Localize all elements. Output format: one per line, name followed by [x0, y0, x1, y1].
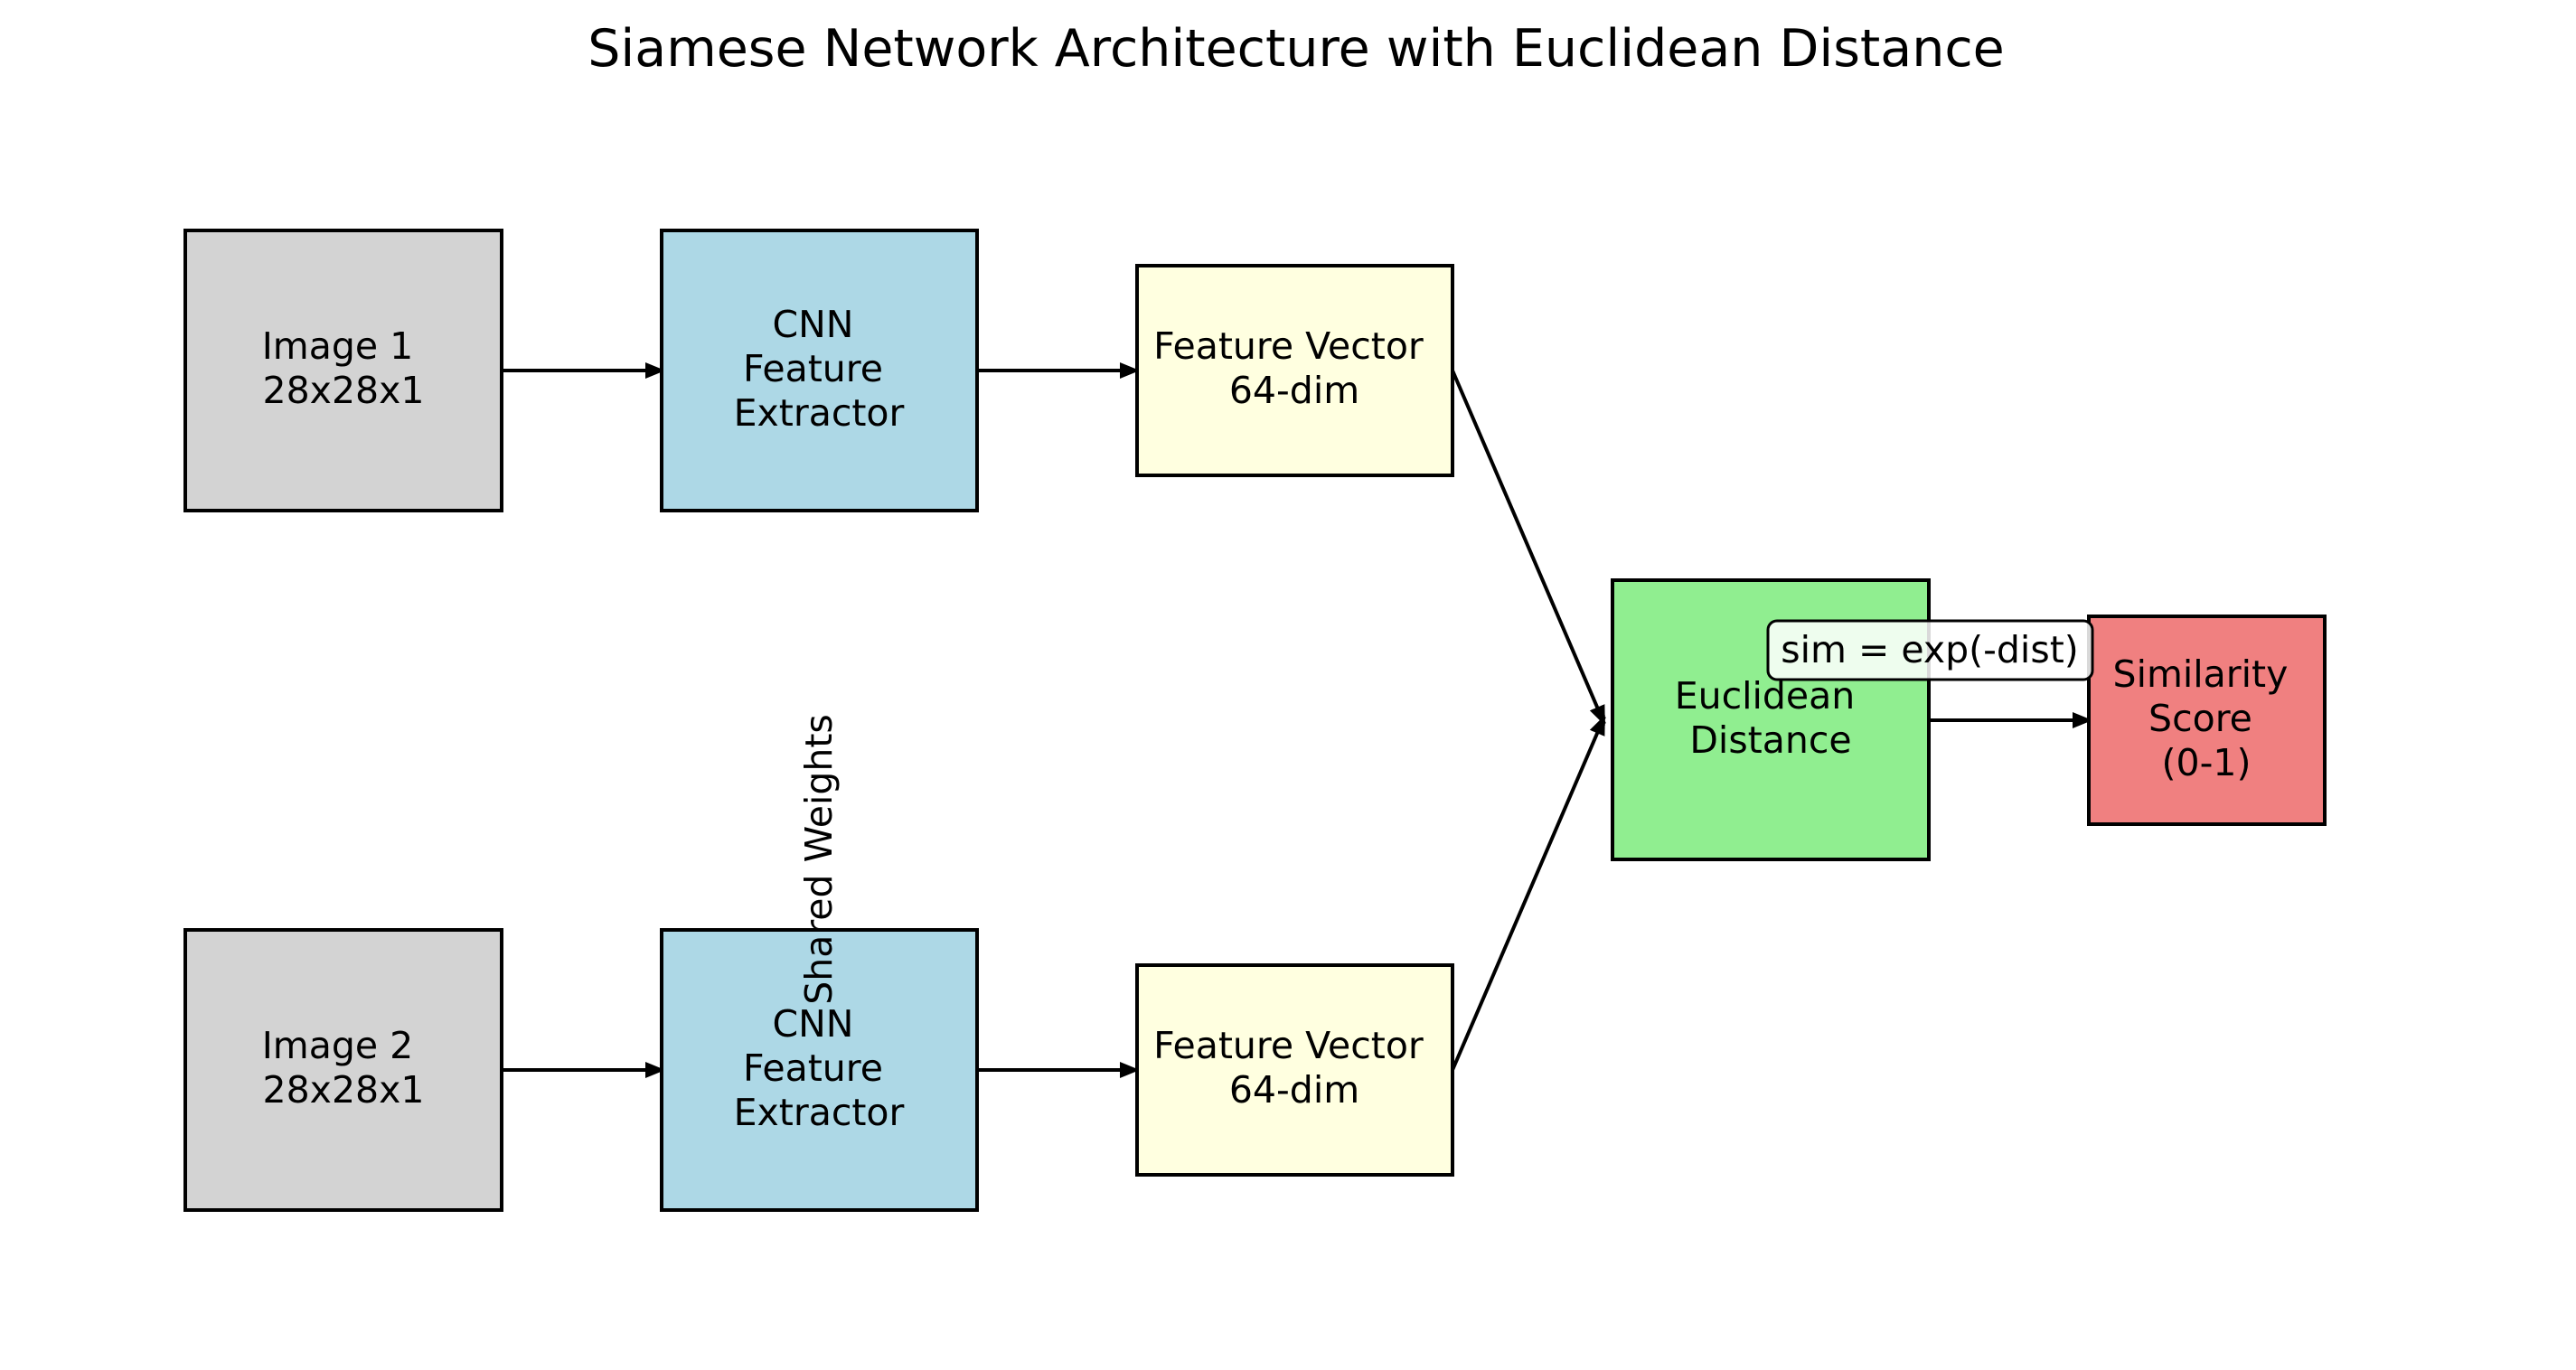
node-distance-line-2: Distance [1689, 718, 1851, 762]
node-feat2-line-1: Feature Vector [1153, 1024, 1424, 1067]
formula-label: sim = exp(-dist) [1781, 628, 2079, 671]
arrow-feat2-to-distance [1451, 715, 1606, 1071]
node-score-box [2087, 615, 2327, 826]
node-score-line-1: Similarity [2113, 652, 2289, 696]
node-cnn1-label: CNN Feature Extractor [734, 303, 905, 435]
formula-callout: sim = exp(-dist) [1766, 619, 2094, 681]
node-cnn1-box [660, 229, 979, 512]
node-feature-vector-1: Feature Vector 64-dim [1135, 264, 1454, 477]
node-image1-box [183, 229, 503, 512]
node-cnn1-line-2: Feature [743, 347, 883, 390]
node-score-line-3: (0-1) [2162, 741, 2252, 784]
node-feature-vector-2: Feature Vector 64-dim [1135, 963, 1454, 1177]
node-score-line-2: Score [2148, 697, 2252, 740]
node-image1-line-1: Image 1 [262, 324, 414, 368]
node-feat2-line-2: 64-dim [1229, 1068, 1359, 1112]
node-image2-line-2: 28x28x1 [263, 1068, 425, 1112]
node-feat1-box [1135, 264, 1454, 477]
node-image2: Image 2 28x28x1 [183, 928, 503, 1212]
node-cnn1-line-3: Extractor [734, 391, 905, 435]
diagram-title: Siamese Network Architecture with Euclid… [588, 19, 2004, 79]
node-feat1-line-1: Feature Vector [1153, 324, 1424, 368]
node-similarity-score: Similarity Score (0-1) [2087, 615, 2327, 826]
node-cnn1: CNN Feature Extractor [660, 229, 979, 512]
node-cnn2-line-2: Feature [743, 1046, 883, 1090]
node-image2-line-1: Image 2 [262, 1024, 414, 1067]
formula-callout-box [1766, 619, 2094, 681]
node-cnn2-box [660, 928, 979, 1212]
shared-weights-label: Shared Weights [797, 714, 841, 1005]
node-image1-line-2: 28x28x1 [263, 369, 425, 412]
connectors [502, 362, 2092, 1078]
node-cnn2: CNN Feature Extractor [660, 928, 979, 1212]
node-cnn2-line-1: CNN [772, 1002, 853, 1046]
node-distance-line-1: Euclidean [1675, 674, 1856, 718]
node-feat2-label: Feature Vector 64-dim [1153, 1024, 1435, 1112]
node-image1: Image 1 28x28x1 [183, 229, 503, 512]
node-feat1-line-2: 64-dim [1229, 369, 1359, 412]
node-cnn2-line-3: Extractor [734, 1091, 905, 1134]
node-score-label: Similarity Score (0-1) [2113, 652, 2300, 784]
node-image1-label: Image 1 28x28x1 [262, 324, 426, 412]
node-feat1-label: Feature Vector 64-dim [1153, 324, 1435, 412]
node-distance-label: Euclidean Distance [1675, 674, 1867, 762]
arrow-feat1-to-distance [1451, 370, 1606, 726]
node-feat2-box [1135, 963, 1454, 1177]
node-image2-box [183, 928, 503, 1212]
node-image2-label: Image 2 28x28x1 [262, 1024, 426, 1112]
node-cnn1-line-1: CNN [772, 303, 853, 346]
node-cnn2-label: CNN Feature Extractor [734, 1002, 905, 1134]
